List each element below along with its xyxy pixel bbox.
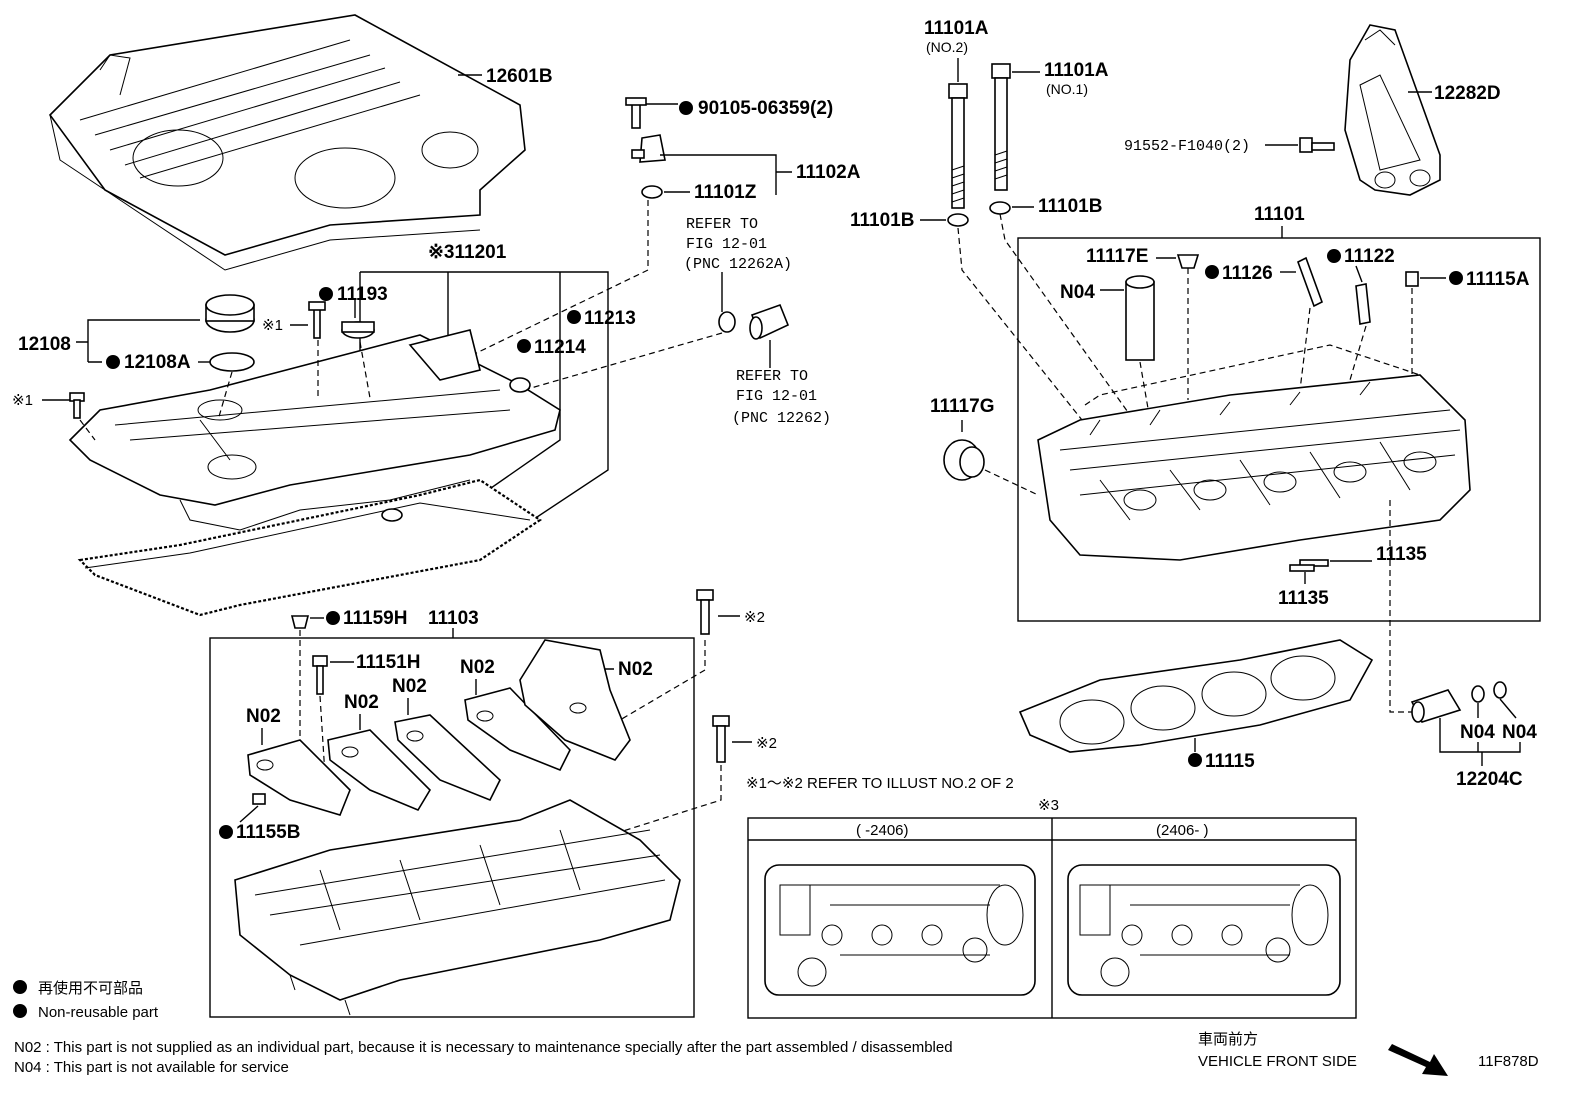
bolt-91552 — [1299, 137, 1335, 153]
hose-clamp — [718, 303, 790, 340]
label-11117G: 11117G — [930, 396, 994, 417]
label-11213: 11213 — [584, 308, 636, 329]
label-star3: ※3 — [1038, 797, 1059, 814]
part-11117E — [1176, 254, 1200, 269]
label-N02-1: N02 — [246, 706, 281, 727]
label-11101A-no1-sub: (NO.1) — [1046, 81, 1088, 97]
label-11135-bottom: 11135 — [1278, 588, 1329, 609]
note-n02: N02 : This part is not supplied as an in… — [14, 1039, 953, 1056]
camshaft-housing-frame — [209, 637, 695, 1018]
grommet — [381, 508, 403, 522]
bolt-star2-top — [696, 589, 714, 635]
label-11101Z: 11101Z — [694, 182, 757, 203]
label-11101: 11101 — [1254, 204, 1305, 225]
cylinder-head — [1037, 374, 1471, 561]
inset-range-right: (2406- ) — [1156, 822, 1209, 839]
label-11151H: 11151H — [356, 652, 420, 673]
part-11117G — [943, 439, 985, 481]
label-11102A: 11102A — [796, 162, 861, 183]
label-11103: 11103 — [428, 608, 479, 629]
bolt-left — [69, 392, 85, 419]
note-n04: N04 : This part is not available for ser… — [14, 1059, 289, 1076]
cylinder-head-frame — [1017, 237, 1541, 622]
cylinder-head-cover — [68, 329, 561, 531]
label-11126: 11126 — [1222, 263, 1273, 284]
legend-en: Non-reusable part — [38, 1004, 159, 1021]
bolt-star2-bottom — [712, 715, 730, 763]
label-N04-head: N04 — [1060, 282, 1095, 303]
engine-hanger — [1344, 24, 1441, 196]
label-star1-left: ※1 — [12, 392, 33, 409]
bolt-11193 — [308, 301, 326, 339]
label-12204C: 12204C — [1456, 769, 1523, 790]
engine-cover — [48, 14, 526, 271]
label-11101A-no1: 11101A — [1044, 60, 1109, 81]
label-N02-5: N02 — [618, 659, 653, 680]
head-gasket — [1018, 639, 1374, 753]
label-11155B: 11155B — [236, 822, 300, 843]
label-N04-ring1: N04 — [1460, 722, 1495, 743]
label-star2-bottom: ※2 — [756, 735, 777, 752]
label-N02-3: N02 — [392, 676, 427, 697]
label-11122: 11122 — [1344, 246, 1395, 267]
oil-filler-cap — [205, 294, 255, 372]
inset-cover-late — [1067, 864, 1341, 996]
label-11193: 11193 — [337, 284, 388, 305]
label-N02-2: N02 — [344, 692, 379, 713]
label-N04-ring2: N04 — [1502, 722, 1537, 743]
label-11214: 11214 — [534, 337, 586, 358]
head-bolt-no2 — [948, 83, 968, 209]
head-bolt-no1 — [991, 63, 1011, 191]
part-11159H — [290, 615, 310, 629]
inset-range-left: ( -2406) — [856, 822, 909, 839]
front-side-en: VEHICLE FRONT SIDE — [1198, 1053, 1357, 1070]
refer-1-line1: REFER TO — [686, 216, 758, 233]
part-11155B — [252, 793, 266, 805]
refer-2-line3: (PNC 12262) — [732, 410, 831, 427]
head-cover-gasket — [77, 478, 542, 617]
refer-2-line2: FIG 12-01 — [736, 388, 817, 405]
label-N02-4: N02 — [460, 657, 495, 678]
label-11101B-left: 11101B — [850, 210, 914, 231]
label-11117E: 11117E — [1086, 246, 1148, 267]
part-12204C — [1410, 681, 1507, 723]
label-12108A: 12108A — [124, 352, 191, 373]
part-11135-bottom — [1289, 564, 1315, 572]
front-arrow-icon — [1388, 1044, 1448, 1076]
cam-sensor — [625, 97, 666, 199]
label-91552-F1040: 91552-F1040(2) — [1124, 138, 1250, 155]
front-side-jp: 車両前方 — [1198, 1031, 1258, 1048]
part-11115A — [1405, 271, 1419, 287]
label-star1-top: ※1 — [262, 317, 283, 334]
plug-11193 — [341, 321, 375, 339]
part-N04-pin — [1125, 275, 1155, 361]
label-90105-06359: 90105-06359(2) — [698, 98, 833, 119]
label-11201: ※311201 — [428, 242, 507, 263]
label-11159H: 11159H — [343, 608, 407, 629]
figure-code: 11F878D — [1478, 1053, 1539, 1070]
label-star2-top: ※2 — [744, 609, 765, 626]
part-11126 — [1297, 256, 1323, 308]
note-refer-illust: ※1～※2 REFER TO ILLUST NO.2 OF 2 — [746, 775, 1014, 792]
label-12282D: 12282D — [1434, 83, 1501, 104]
refer-1-line2: FIG 12-01 — [686, 236, 767, 253]
legend-jp: 再使用不可部品 — [38, 980, 143, 997]
label-11101A-no2: 11101A — [924, 18, 989, 39]
part-11122 — [1355, 283, 1371, 325]
label-12601B: 12601B — [486, 66, 553, 87]
label-11115: 11115 — [1205, 751, 1255, 772]
label-11115A: 11115A — [1466, 269, 1530, 290]
label-11135-right: 11135 — [1376, 544, 1427, 565]
camshaft-caps — [247, 639, 631, 816]
label-11101A-no2-sub: (NO.2) — [926, 39, 968, 55]
label-12108: 12108 — [18, 334, 71, 355]
bolt-11151H — [312, 655, 328, 695]
inset-cover-early — [764, 864, 1036, 996]
label-11101B-right: 11101B — [1038, 196, 1102, 217]
refer-2-line1: REFER TO — [736, 368, 808, 385]
refer-1-line3: (PNC 12262A) — [684, 256, 792, 273]
camshaft-housing — [234, 799, 681, 1016]
